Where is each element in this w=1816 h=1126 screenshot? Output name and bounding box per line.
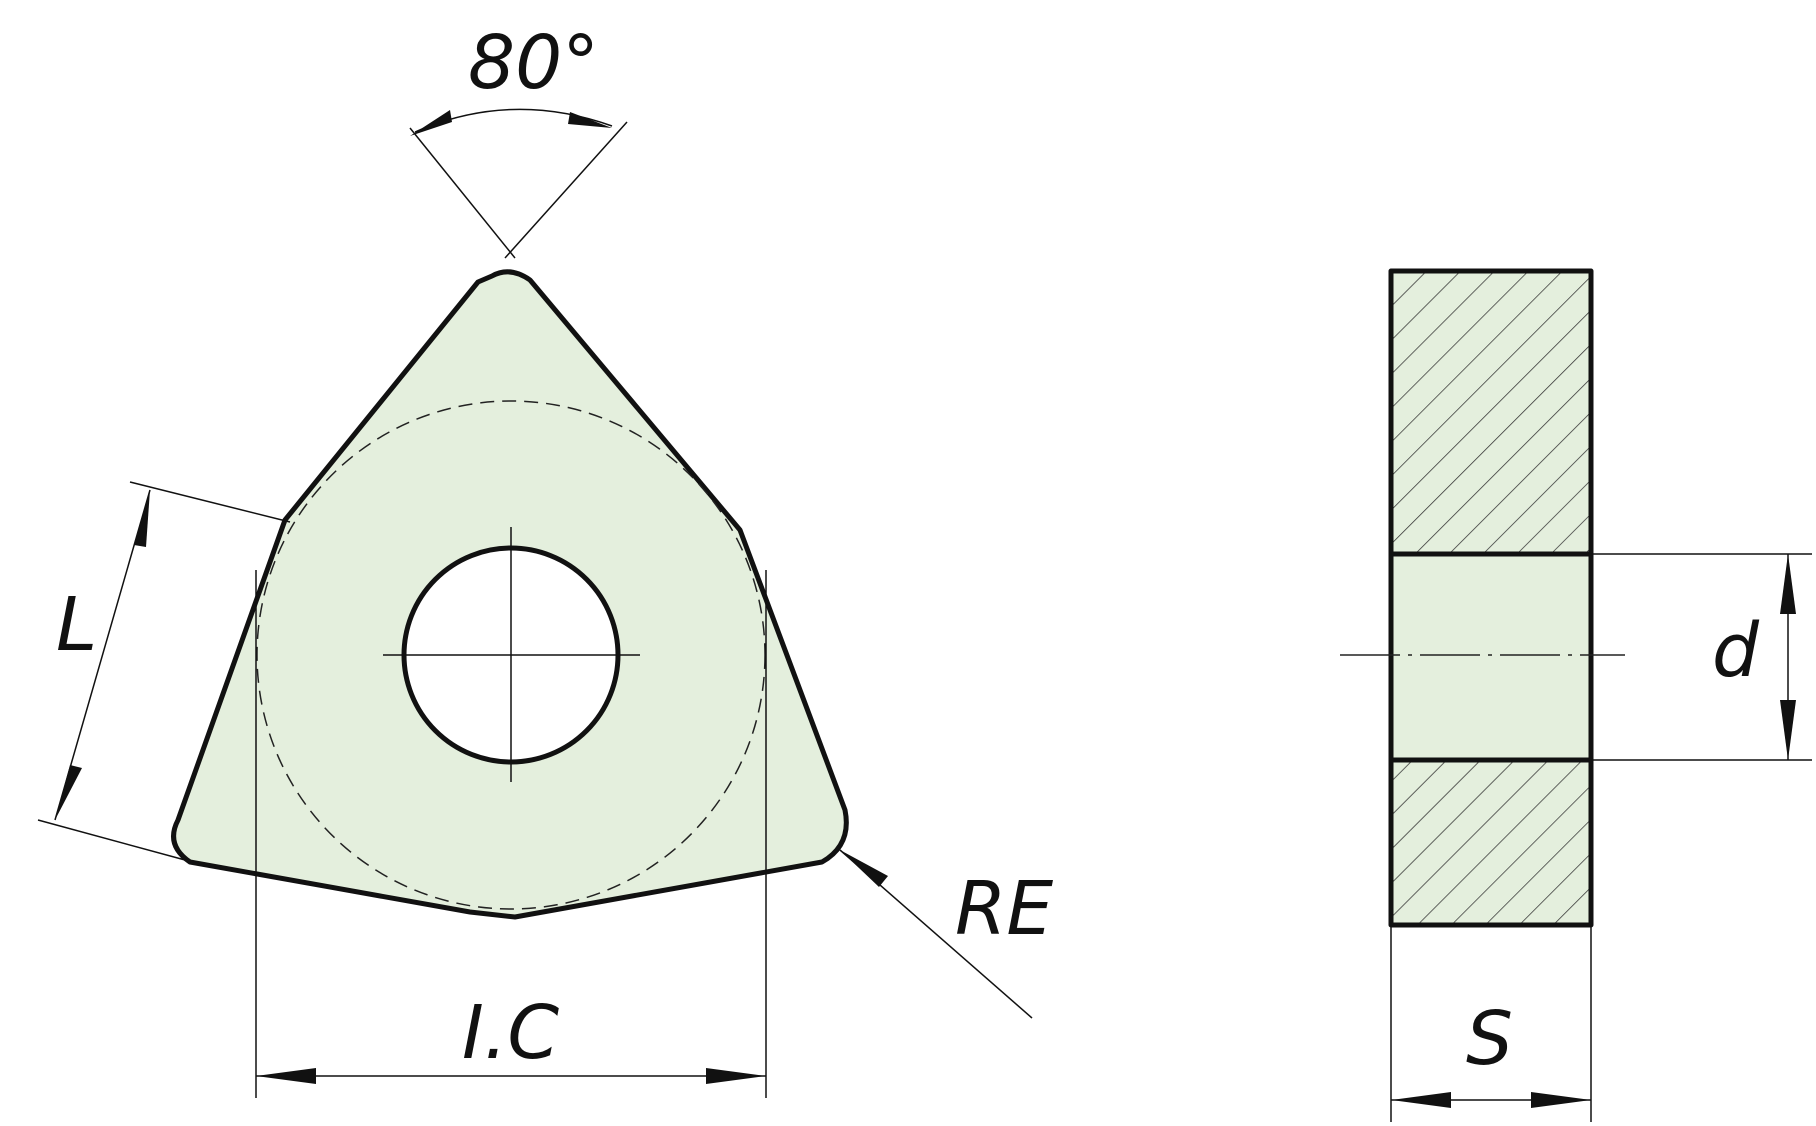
- l-extension-top: [129, 481, 291, 523]
- l-extension-bottom: [37, 819, 186, 861]
- s-label: S: [1466, 996, 1513, 1082]
- angle-arrow-left: [410, 110, 452, 136]
- ic-arrow-right: [706, 1068, 766, 1084]
- s-arrow-right: [1531, 1092, 1591, 1108]
- d-label: d: [1712, 608, 1760, 694]
- front-view: 80° L I.C RE: [37, 20, 1053, 1098]
- d-arrow-bottom: [1780, 700, 1796, 760]
- l-arrow-bottom: [55, 765, 82, 820]
- re-arrow: [840, 850, 888, 887]
- re-label: RE: [955, 866, 1053, 952]
- l-label: L: [56, 582, 97, 668]
- section-bottom-hatch: [1391, 760, 1591, 925]
- inscribed-circle: [256, 400, 766, 910]
- ic-arrow-left: [256, 1068, 316, 1084]
- side-view: d S: [1340, 268, 1812, 1122]
- angle-extension-right: [504, 121, 628, 259]
- l-arrow-top: [134, 490, 150, 547]
- ic-label: I.C: [462, 990, 559, 1076]
- angle-extension-left: [409, 127, 516, 259]
- d-arrow-top: [1780, 554, 1796, 614]
- section-hole: [1391, 554, 1591, 760]
- angle-arrow-right: [568, 112, 612, 128]
- side-outline: [1388, 268, 1594, 928]
- section-top-hatch: [1391, 271, 1591, 554]
- s-arrow-left: [1391, 1092, 1451, 1108]
- angle-label: 80°: [468, 20, 599, 106]
